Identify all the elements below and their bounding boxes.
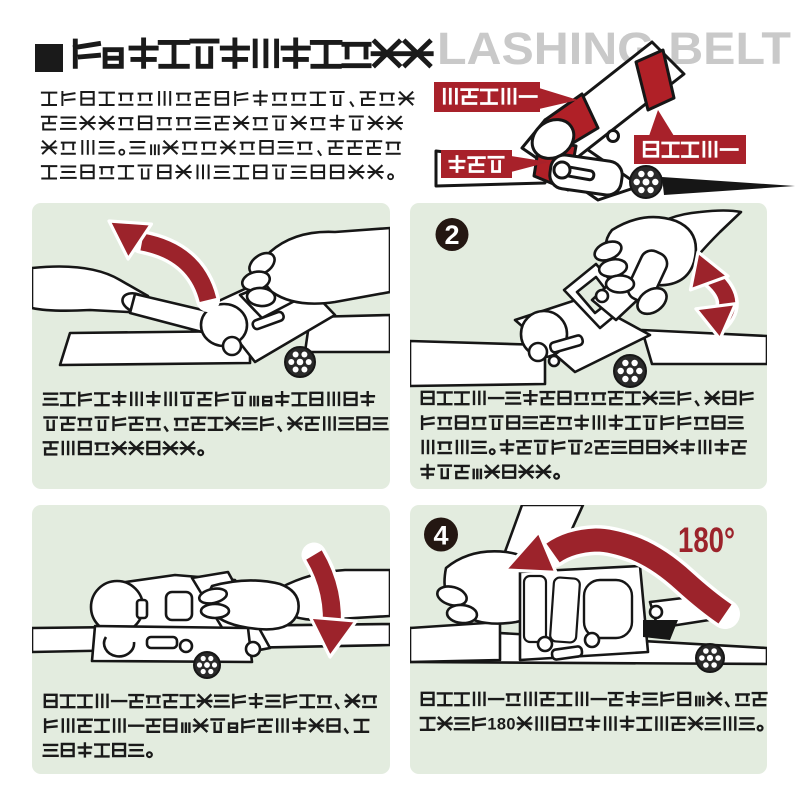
svg-text:8: 8 bbox=[497, 716, 506, 734]
svg-text:LASHING BELT: LASHING BELT bbox=[437, 23, 791, 74]
svg-text:4: 4 bbox=[433, 521, 448, 551]
svg-text:0: 0 bbox=[506, 716, 515, 734]
svg-text:2: 2 bbox=[444, 220, 459, 250]
svg-text:1: 1 bbox=[487, 716, 496, 734]
svg-text:2: 2 bbox=[584, 439, 593, 457]
svg-text:180°: 180° bbox=[678, 521, 735, 560]
